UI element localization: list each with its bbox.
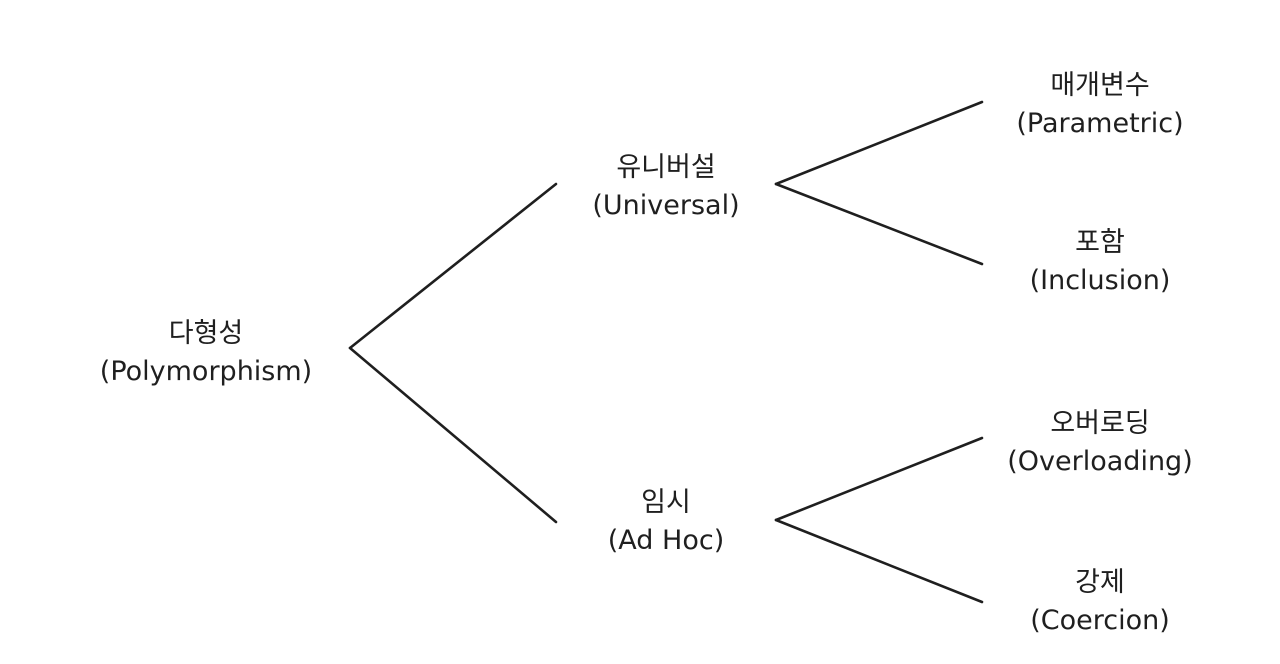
edge-adhoc-coercion <box>774 518 984 604</box>
node-adhoc-korean: 임시 <box>641 487 691 518</box>
node-universal-korean: 유니버설 <box>616 152 716 183</box>
node-adhoc-english: (Ad Hoc) <box>607 525 725 556</box>
node-adhoc: 임시 (Ad Hoc) <box>608 484 724 560</box>
node-overloading: 오버로딩 (Overloading) <box>1007 405 1192 481</box>
node-parametric: 매개변수 (Parametric) <box>1016 67 1183 143</box>
node-coercion: 강제 (Coercion) <box>1030 564 1170 640</box>
node-universal-english: (Universal) <box>592 190 740 221</box>
node-inclusion-korean: 포함 <box>1075 227 1125 258</box>
node-coercion-english: (Coercion) <box>1030 605 1170 636</box>
node-inclusion-english: (Inclusion) <box>1029 265 1171 296</box>
node-parametric-english: (Parametric) <box>1016 108 1184 139</box>
node-inclusion: 포함 (Inclusion) <box>1030 224 1171 300</box>
node-polymorphism: 다형성 (Polymorphism) <box>100 315 312 391</box>
node-universal: 유니버설 (Universal) <box>592 149 739 225</box>
edge-root-adhoc <box>348 346 558 524</box>
edge-universal-inclusion <box>774 182 984 266</box>
node-overloading-korean: 오버로딩 <box>1050 408 1150 439</box>
node-coercion-korean: 강제 <box>1075 567 1125 598</box>
edge-root-universal <box>348 182 558 350</box>
node-polymorphism-english: (Polymorphism) <box>99 356 313 387</box>
node-overloading-english: (Overloading) <box>1007 446 1193 477</box>
edge-universal-parametric <box>774 100 984 186</box>
node-parametric-korean: 매개변수 <box>1050 70 1150 101</box>
node-polymorphism-korean: 다형성 <box>168 318 244 349</box>
edge-adhoc-overloading <box>774 436 984 522</box>
